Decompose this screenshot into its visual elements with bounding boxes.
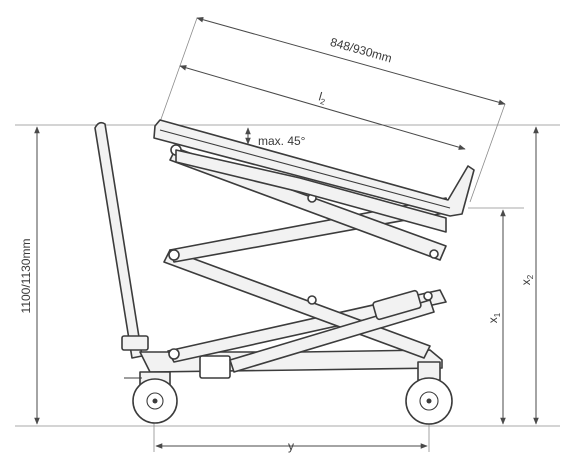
tilt-angle-label: max. 45° xyxy=(258,134,306,148)
x2-height-label: x2 xyxy=(519,274,535,285)
pivot-center-lower xyxy=(307,295,317,305)
length-extension-left xyxy=(159,17,198,123)
length-extension-right xyxy=(469,103,506,203)
right-wheel-axle xyxy=(426,398,432,404)
wheelbase-label: y xyxy=(288,439,294,453)
platform-edge xyxy=(159,129,451,209)
chassis-box xyxy=(199,355,231,379)
push-handle xyxy=(94,121,143,359)
pivot-lower-right xyxy=(423,291,433,301)
platform-length-dimension xyxy=(179,65,466,150)
dimension-lines xyxy=(34,16,539,449)
tilting-platform xyxy=(153,119,475,217)
pivot-mid-right xyxy=(429,249,439,259)
pivot-mid-left xyxy=(168,249,180,261)
pivot-lower-left xyxy=(168,348,180,360)
handle-bracket xyxy=(121,335,149,351)
cylinder-body xyxy=(372,289,422,321)
total-length-dimension xyxy=(196,16,506,106)
x1-height-label: x1 xyxy=(486,312,502,323)
total-height-label: 1100/1130mm xyxy=(19,239,33,314)
left-wheel-axle xyxy=(152,398,158,404)
total-length-label: 848/930mm xyxy=(329,35,394,66)
right-wheel-hub xyxy=(419,391,439,411)
platform-hinge-frame xyxy=(175,149,447,233)
left-wheel-hub xyxy=(146,392,164,410)
platform-length-label: l2 xyxy=(317,89,329,106)
lift-table-drawing xyxy=(94,119,475,425)
